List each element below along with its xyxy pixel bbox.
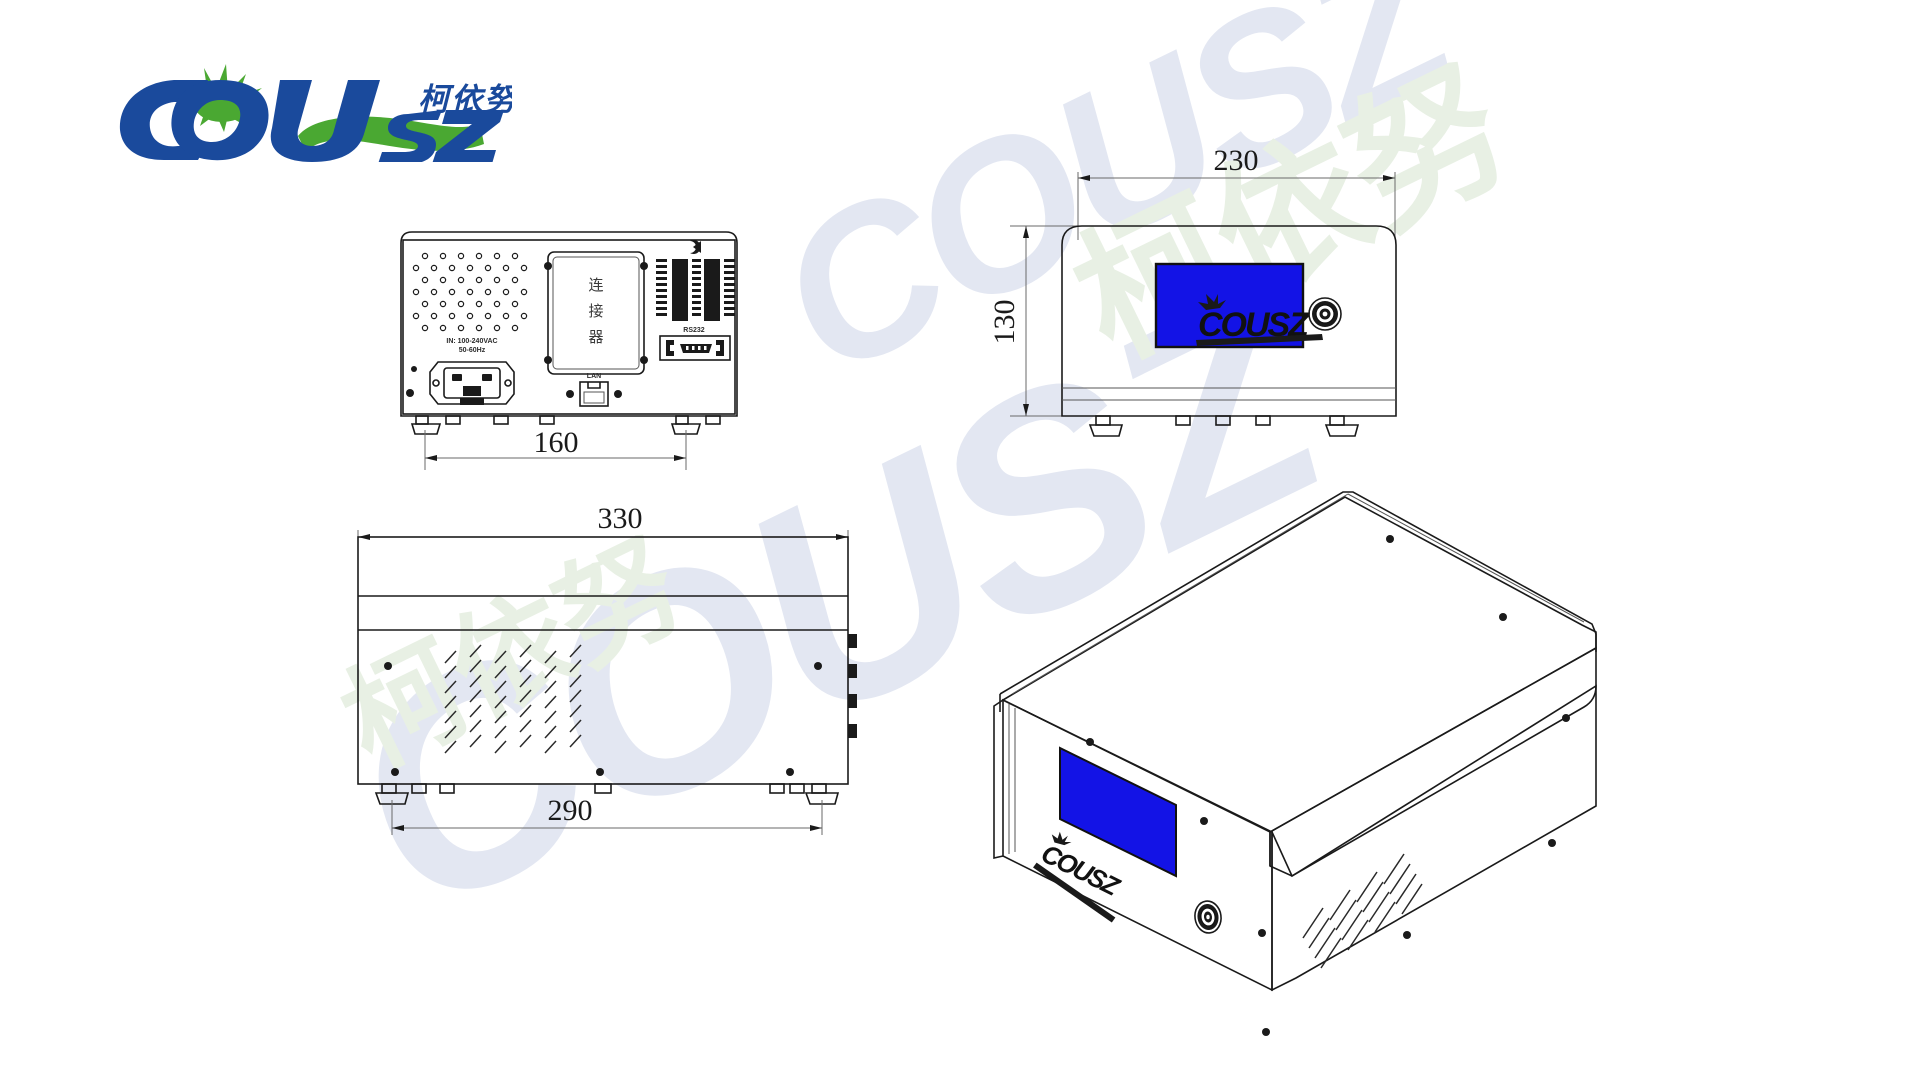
lan-port-label: LAN bbox=[587, 373, 601, 380]
side-screw bbox=[786, 768, 794, 776]
iec-power-inlet bbox=[429, 361, 515, 405]
side-view-outline bbox=[357, 536, 849, 785]
connector-panel-label-char2: 接 bbox=[588, 302, 603, 320]
iso-screw bbox=[1262, 1028, 1270, 1036]
side-view-feet bbox=[374, 783, 840, 805]
iso-screw bbox=[1258, 929, 1266, 937]
rs232-port: RS232 bbox=[659, 327, 731, 361]
side-connector-tabs bbox=[848, 634, 857, 738]
iso-ventilation-slots bbox=[1302, 853, 1423, 969]
front-key-switch bbox=[1308, 297, 1342, 331]
front-lcd-display bbox=[1154, 262, 1305, 349]
lan-port: LAN bbox=[566, 373, 622, 407]
iso-lcd-display bbox=[1059, 746, 1177, 878]
dimension-330: 330 bbox=[357, 502, 849, 545]
iso-logo-text: COUSZ bbox=[1037, 838, 1126, 902]
dimension-290: 290 bbox=[391, 794, 823, 835]
logo-cou-blue bbox=[119, 80, 380, 162]
view-front-panel: 230 130 COUSZ bbox=[988, 144, 1397, 437]
iso-side-face bbox=[1271, 684, 1597, 992]
iso-screw bbox=[1200, 817, 1208, 825]
front-panel-feet bbox=[1088, 415, 1360, 437]
dimension-160: 160 bbox=[424, 426, 687, 470]
dimension-160-label: 160 bbox=[534, 426, 579, 459]
dimension-130-label: 130 bbox=[988, 300, 1021, 345]
logo-sz-letters bbox=[378, 110, 504, 164]
rear-panel-outline bbox=[400, 231, 738, 417]
brand-logo: 柯依努 bbox=[112, 52, 518, 164]
iso-screw bbox=[1086, 738, 1094, 746]
iso-screw bbox=[1562, 714, 1570, 722]
front-logo-cousz: COUSZ bbox=[1196, 294, 1323, 346]
view-side: 330 bbox=[357, 502, 857, 835]
rs232-port-label: RS232 bbox=[683, 327, 705, 334]
iso-right-face bbox=[1269, 646, 1597, 877]
side-screw bbox=[814, 662, 822, 670]
iso-screw bbox=[1548, 839, 1556, 847]
side-screw bbox=[384, 662, 392, 670]
dimension-290-label: 290 bbox=[548, 794, 593, 827]
connector-access-panel: 连 接 器 bbox=[544, 251, 648, 375]
view-isometric: COUSZ bbox=[993, 491, 1597, 1036]
iso-screw bbox=[1499, 613, 1507, 621]
connector-panel-label-char3: 器 bbox=[588, 328, 603, 346]
logo-chinese-text: 柯依努 bbox=[418, 82, 512, 118]
power-input-frequency-label: 50-60Hz bbox=[459, 347, 486, 354]
rear-panel-feet bbox=[410, 415, 721, 435]
side-screw bbox=[391, 768, 399, 776]
rear-connector-strips bbox=[656, 259, 735, 321]
iso-screw bbox=[1403, 931, 1411, 939]
dimension-130: 130 bbox=[988, 225, 1090, 417]
side-screw bbox=[596, 768, 604, 776]
dimension-230-label: 230 bbox=[1214, 144, 1259, 177]
dimension-230: 230 bbox=[1077, 144, 1396, 240]
view-rear-panel: IN: 100-240VAC 50-60Hz 连 接 器 LAN bbox=[400, 231, 738, 470]
power-input-voltage-label: IN: 100-240VAC bbox=[446, 338, 497, 345]
front-panel-outline bbox=[1061, 225, 1397, 417]
side-ventilation-slots bbox=[444, 644, 582, 754]
connector-panel-label-char1: 连 bbox=[588, 276, 603, 294]
iso-screw bbox=[1386, 535, 1394, 543]
dimension-330-label: 330 bbox=[598, 502, 643, 535]
rear-ventilation-grille bbox=[412, 252, 528, 332]
iso-key-switch bbox=[1194, 900, 1222, 934]
ce-mark-icon bbox=[690, 240, 701, 254]
